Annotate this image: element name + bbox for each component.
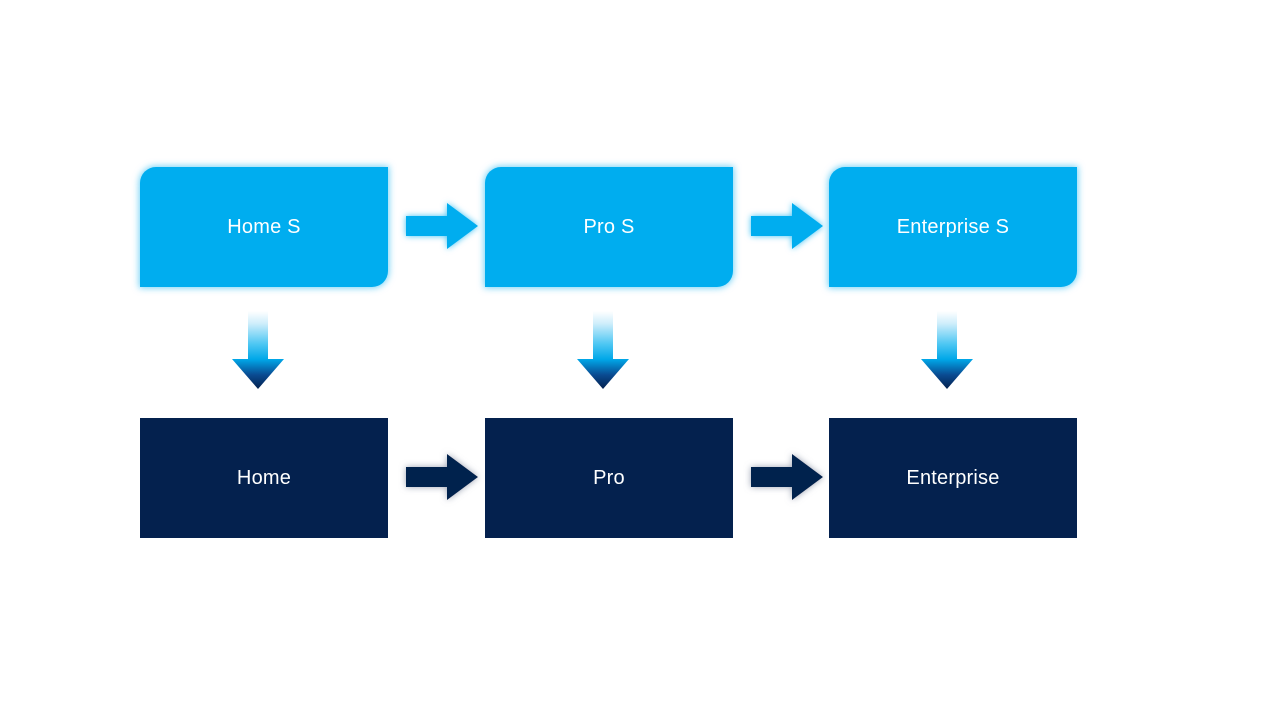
arrow-right-icon (751, 203, 823, 249)
node-label: Enterprise (906, 467, 1000, 489)
node-label: Pro (593, 467, 625, 489)
node-label: Home S (227, 216, 301, 238)
arrow-right-icon (406, 454, 478, 500)
arrow-right-icon (406, 203, 478, 249)
node-pro[interactable]: Pro (485, 418, 733, 538)
node-enterprise[interactable]: Enterprise (829, 418, 1077, 538)
node-home-s[interactable]: Home S (140, 167, 388, 287)
node-label: Enterprise S (896, 216, 1010, 238)
node-home[interactable]: Home (140, 418, 388, 538)
node-label: Home (236, 467, 292, 489)
arrow-down-icon (577, 311, 629, 389)
node-enterprise-s[interactable]: Enterprise S (829, 167, 1077, 287)
node-pro-s[interactable]: Pro S (485, 167, 733, 287)
node-label: Pro S (583, 216, 635, 238)
arrow-down-icon (921, 311, 973, 389)
arrow-right-icon (751, 454, 823, 500)
arrow-down-icon (232, 311, 284, 389)
